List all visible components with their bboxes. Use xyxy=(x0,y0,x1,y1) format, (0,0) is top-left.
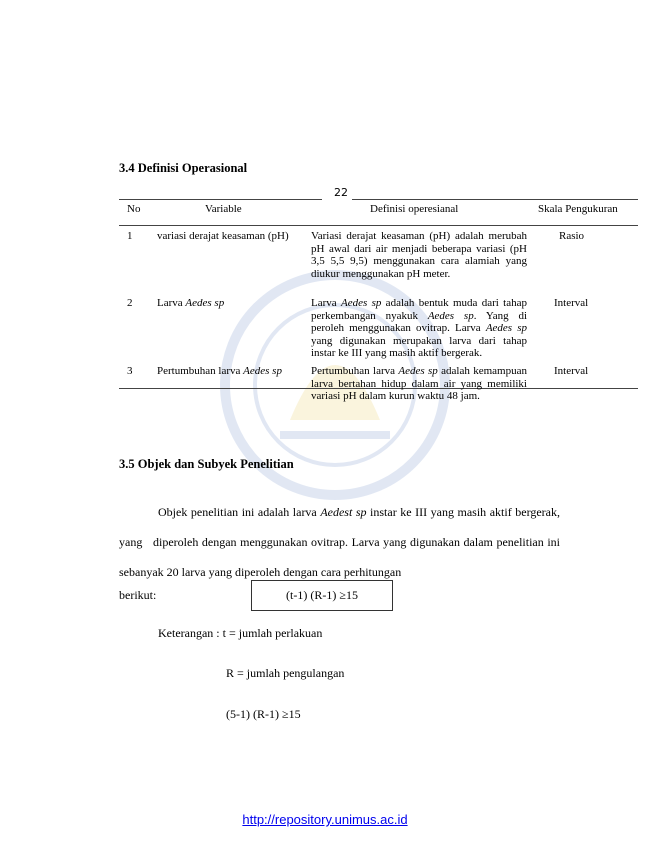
keterangan-r: R = jumlah pengulangan xyxy=(226,666,345,680)
table-header-rule xyxy=(119,225,638,226)
row2-variable: Larva Aedes sp xyxy=(157,297,225,309)
row1-variable: variasi derajat keasaman (pH) xyxy=(157,230,289,242)
header-definition: Definisi operesianal xyxy=(370,203,459,215)
row3-definition: Pertumbuhan larva Aedes sp adalah kemamp… xyxy=(311,365,527,403)
formula-box: (t-1) (R-1) ≥15 xyxy=(251,580,393,611)
row1-definition: Variasi derajat keasaman (pH) adalah mer… xyxy=(311,230,527,280)
table-bottom-rule xyxy=(119,388,638,389)
row3-no: 3 xyxy=(127,365,133,377)
section-35-heading: 3.5 Objek dan Subyek Penelitian xyxy=(119,457,294,471)
keterangan-t: Keterangan : t = jumlah perlakuan xyxy=(158,626,323,640)
header-variable: Variable xyxy=(205,203,242,215)
row2-no: 2 xyxy=(127,297,133,309)
row1-scale: Rasio xyxy=(559,230,585,242)
header-scale: Skala Pengukuran xyxy=(538,203,618,215)
section-35-paragraph: Objek penelitian ini adalah larva Aedest… xyxy=(119,505,561,579)
section-34-heading: 3.4 Definisi Operasional xyxy=(119,161,248,175)
page-number: 22 xyxy=(331,186,351,199)
table-top-rule-right xyxy=(352,199,638,200)
row3-scale: Interval xyxy=(554,365,589,377)
row2-scale: Interval xyxy=(554,297,589,309)
university-seal-watermark xyxy=(220,270,450,500)
repository-link[interactable]: http://repository.unimus.ac.id xyxy=(242,812,408,827)
row1-no: 1 xyxy=(127,230,133,242)
row2-definition: Larva Aedes sp adalah bentuk muda dari t… xyxy=(311,297,528,360)
row3-variable: Pertumbuhan larva Aedes sp xyxy=(157,365,282,377)
formula-substituted: (5-1) (R-1) ≥15 xyxy=(226,707,301,721)
header-no: No xyxy=(127,203,141,215)
table-top-rule-left xyxy=(119,199,322,200)
paragraph-last-line: berikut: xyxy=(119,588,157,602)
formula-text: (t-1) (R-1) ≥15 xyxy=(286,588,358,602)
